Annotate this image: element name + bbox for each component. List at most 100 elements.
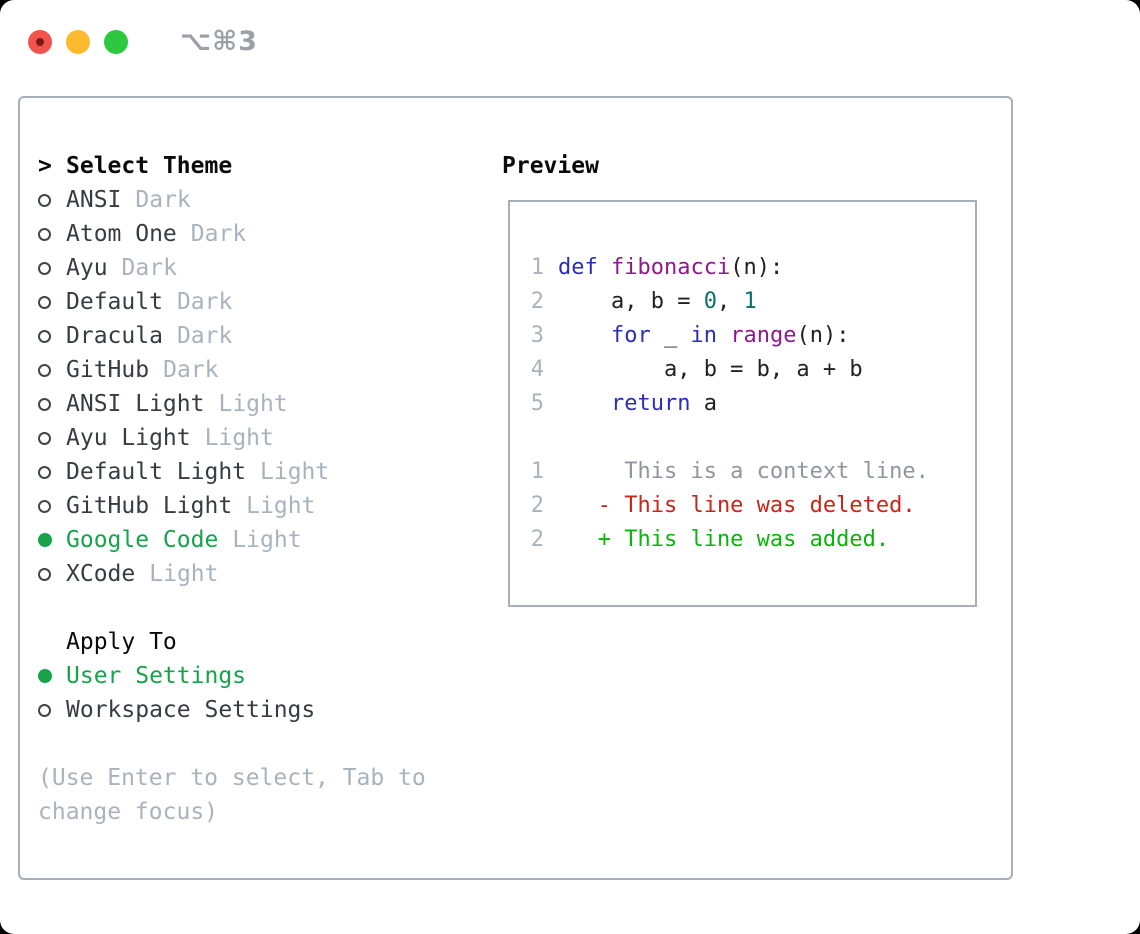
theme-name: GitHub Light <box>66 493 233 519</box>
code-line: 4 a, b = b, a + b <box>530 352 975 386</box>
theme-item-ansi[interactable]: ANSI Dark <box>38 183 426 217</box>
zoom-button[interactable] <box>104 29 128 54</box>
theme-name: ANSI Light <box>66 391 205 417</box>
line-content: return a <box>610 390 717 416</box>
radio-icon <box>38 295 51 309</box>
select-theme-title: Select Theme <box>66 153 233 179</box>
line-number: 4 <box>530 356 544 382</box>
radio-icon <box>38 227 51 241</box>
theme-item-github[interactable]: GitHub Dark <box>38 353 426 387</box>
spacer <box>38 591 426 625</box>
select-theme-header: > Select Theme <box>38 149 426 183</box>
theme-item-atom-one[interactable]: Atom One Dark <box>38 217 426 251</box>
theme-name: Ayu Light <box>66 425 191 451</box>
diff-line-context: 1 This is a context line. <box>530 454 975 488</box>
theme-variant: Dark <box>121 255 177 281</box>
theme-name: Ayu <box>66 255 108 281</box>
radio-selected-icon <box>38 533 52 547</box>
theme-item-default[interactable]: Default Dark <box>38 285 426 319</box>
radio-icon <box>38 703 51 717</box>
apply-to-title: Apply To <box>66 629 177 655</box>
theme-name: Atom One <box>66 221 177 247</box>
theme-name: Dracula <box>66 323 163 349</box>
theme-item-github-light[interactable]: GitHub Light Light <box>38 489 426 523</box>
line-content: a, b = 0, 1 <box>558 288 757 314</box>
theme-name: XCode <box>66 561 136 587</box>
close-button[interactable] <box>28 29 52 54</box>
line-number: 3 <box>530 322 544 348</box>
line-content: + This line was added. <box>558 526 890 552</box>
radio-icon <box>38 499 51 513</box>
radio-icon <box>38 261 51 275</box>
window-title: ⌥⌘3 <box>180 26 258 57</box>
radio-icon <box>38 465 51 479</box>
theme-variant: Dark <box>163 357 219 383</box>
radio-icon <box>38 567 51 581</box>
line-content: a, b = b, a + b <box>558 356 863 382</box>
theme-variant: Dark <box>135 187 191 213</box>
minimize-button[interactable] <box>66 29 90 54</box>
code-line: 1 def fibonacci(n): <box>530 250 975 284</box>
preview-code-box: 1 def fibonacci(n): 2 a, b = 0, 1 3 for _ i… <box>508 200 977 607</box>
apply-to-header: Apply To <box>38 625 426 659</box>
blank-line <box>530 420 975 454</box>
preview-title: Preview <box>502 153 599 179</box>
line-content: for _ in range(n): <box>610 322 850 348</box>
theme-item-xcode[interactable]: XCode Light <box>38 557 426 591</box>
line-number: 2 <box>530 492 544 518</box>
radio-icon <box>38 431 51 445</box>
theme-variant: Light <box>246 493 316 519</box>
apply-option-workspace-settings[interactable]: Workspace Settings <box>38 693 426 727</box>
close-dot-icon <box>36 37 44 46</box>
theme-variant: Dark <box>176 323 233 349</box>
theme-variant: Light <box>204 425 274 451</box>
line-content: This is a context line. <box>558 458 929 484</box>
theme-item-ayu-light[interactable]: Ayu Light Light <box>38 421 426 455</box>
titlebar: ⌥⌘3 <box>28 26 258 57</box>
theme-variant: Light <box>149 561 219 587</box>
apply-option-user-settings[interactable]: User Settings <box>38 659 426 693</box>
apply-option-label: User Settings <box>66 663 247 689</box>
diff-line-deleted: 2 - This line was deleted. <box>530 488 975 522</box>
theme-item-ansi-light[interactable]: ANSI Light Light <box>38 387 426 421</box>
theme-item-ayu[interactable]: Ayu Dark <box>38 251 426 285</box>
radio-icon <box>38 329 51 343</box>
theme-name: GitHub <box>66 357 150 383</box>
theme-name: Google Code <box>66 527 219 553</box>
line-number: 1 <box>530 458 544 484</box>
theme-variant: Light <box>232 527 302 553</box>
line-content: def fibonacci(n): <box>558 254 784 280</box>
theme-item-dracula[interactable]: Dracula Dark <box>38 319 426 353</box>
theme-name: Default <box>66 289 163 315</box>
line-number: 5 <box>530 390 544 416</box>
line-number: 2 <box>530 288 544 314</box>
theme-variant: Dark <box>190 221 247 247</box>
radio-selected-icon <box>38 669 52 683</box>
spacer <box>38 727 426 761</box>
theme-variant: Light <box>218 391 288 417</box>
radio-icon <box>38 397 51 411</box>
radio-icon <box>38 193 51 207</box>
theme-item-default-light[interactable]: Default Light Light <box>38 455 426 489</box>
line-content: - This line was deleted. <box>558 492 916 518</box>
apply-option-label: Workspace Settings <box>66 697 316 723</box>
theme-name: ANSI <box>66 187 122 213</box>
theme-name: Default Light <box>66 459 247 485</box>
diff-line-added: 2 + This line was added. <box>530 522 975 556</box>
theme-variant: Light <box>260 459 330 485</box>
radio-icon <box>38 363 51 377</box>
line-number: 1 <box>530 254 544 280</box>
prompt-icon: > <box>38 153 52 179</box>
help-text-line2: change focus) <box>38 799 219 825</box>
preview-column: Preview <box>502 149 599 183</box>
theme-variant: Dark <box>176 289 233 315</box>
theme-item-google-code[interactable]: Google Code Light <box>38 523 426 557</box>
code-line: 3 for _ in range(n): <box>530 318 975 352</box>
code-line: 5 return a <box>530 386 975 420</box>
help-text-line1: (Use Enter to select, Tab to <box>38 765 426 791</box>
